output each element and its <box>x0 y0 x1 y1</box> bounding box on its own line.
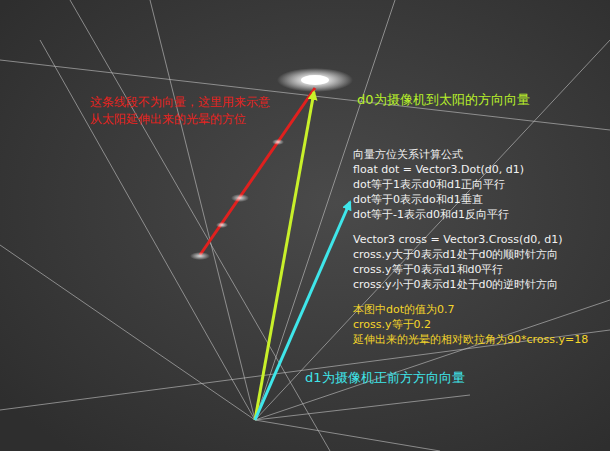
formula-line: dot等于0表示do和d1垂直 <box>353 193 483 206</box>
formula-line: cross.y等于0表示d1和d0平行 <box>353 263 504 276</box>
vector-label: d0为摄像机到太阳的方向向量 <box>357 92 530 108</box>
value-note: cross.y等于0.2 <box>353 318 431 331</box>
formula-heading: 向量方位关系计算公式 <box>353 148 463 161</box>
formula-line: cross.y大于0表示d1处于d0的顺时针方向 <box>353 248 559 261</box>
value-note: 本图中dot的值为0.7 <box>353 303 455 316</box>
formula-line: float dot = Vector3.Dot(d0, d1) <box>353 163 524 176</box>
formula-line: dot等于-1表示d0和d1反向平行 <box>353 208 509 221</box>
formula-line: Vector3 cross = Vector3.Cross(d0, d1) <box>353 233 563 246</box>
formula-line: cross.y小于0表示d1处于d0的逆时针方向 <box>353 278 559 291</box>
value-note: 延伸出来的光晕的相对欧拉角为90*cross.y=18 <box>353 333 588 346</box>
note-text: 这条线段不为向量，这里用来示意 <box>90 95 270 109</box>
note-text: 从太阳延伸出来的光晕的方位 <box>90 112 246 126</box>
vector-label: d1为摄像机正前方方向向量 <box>305 370 465 386</box>
formula-line: dot等于1表示d0和d1正向平行 <box>353 178 505 191</box>
